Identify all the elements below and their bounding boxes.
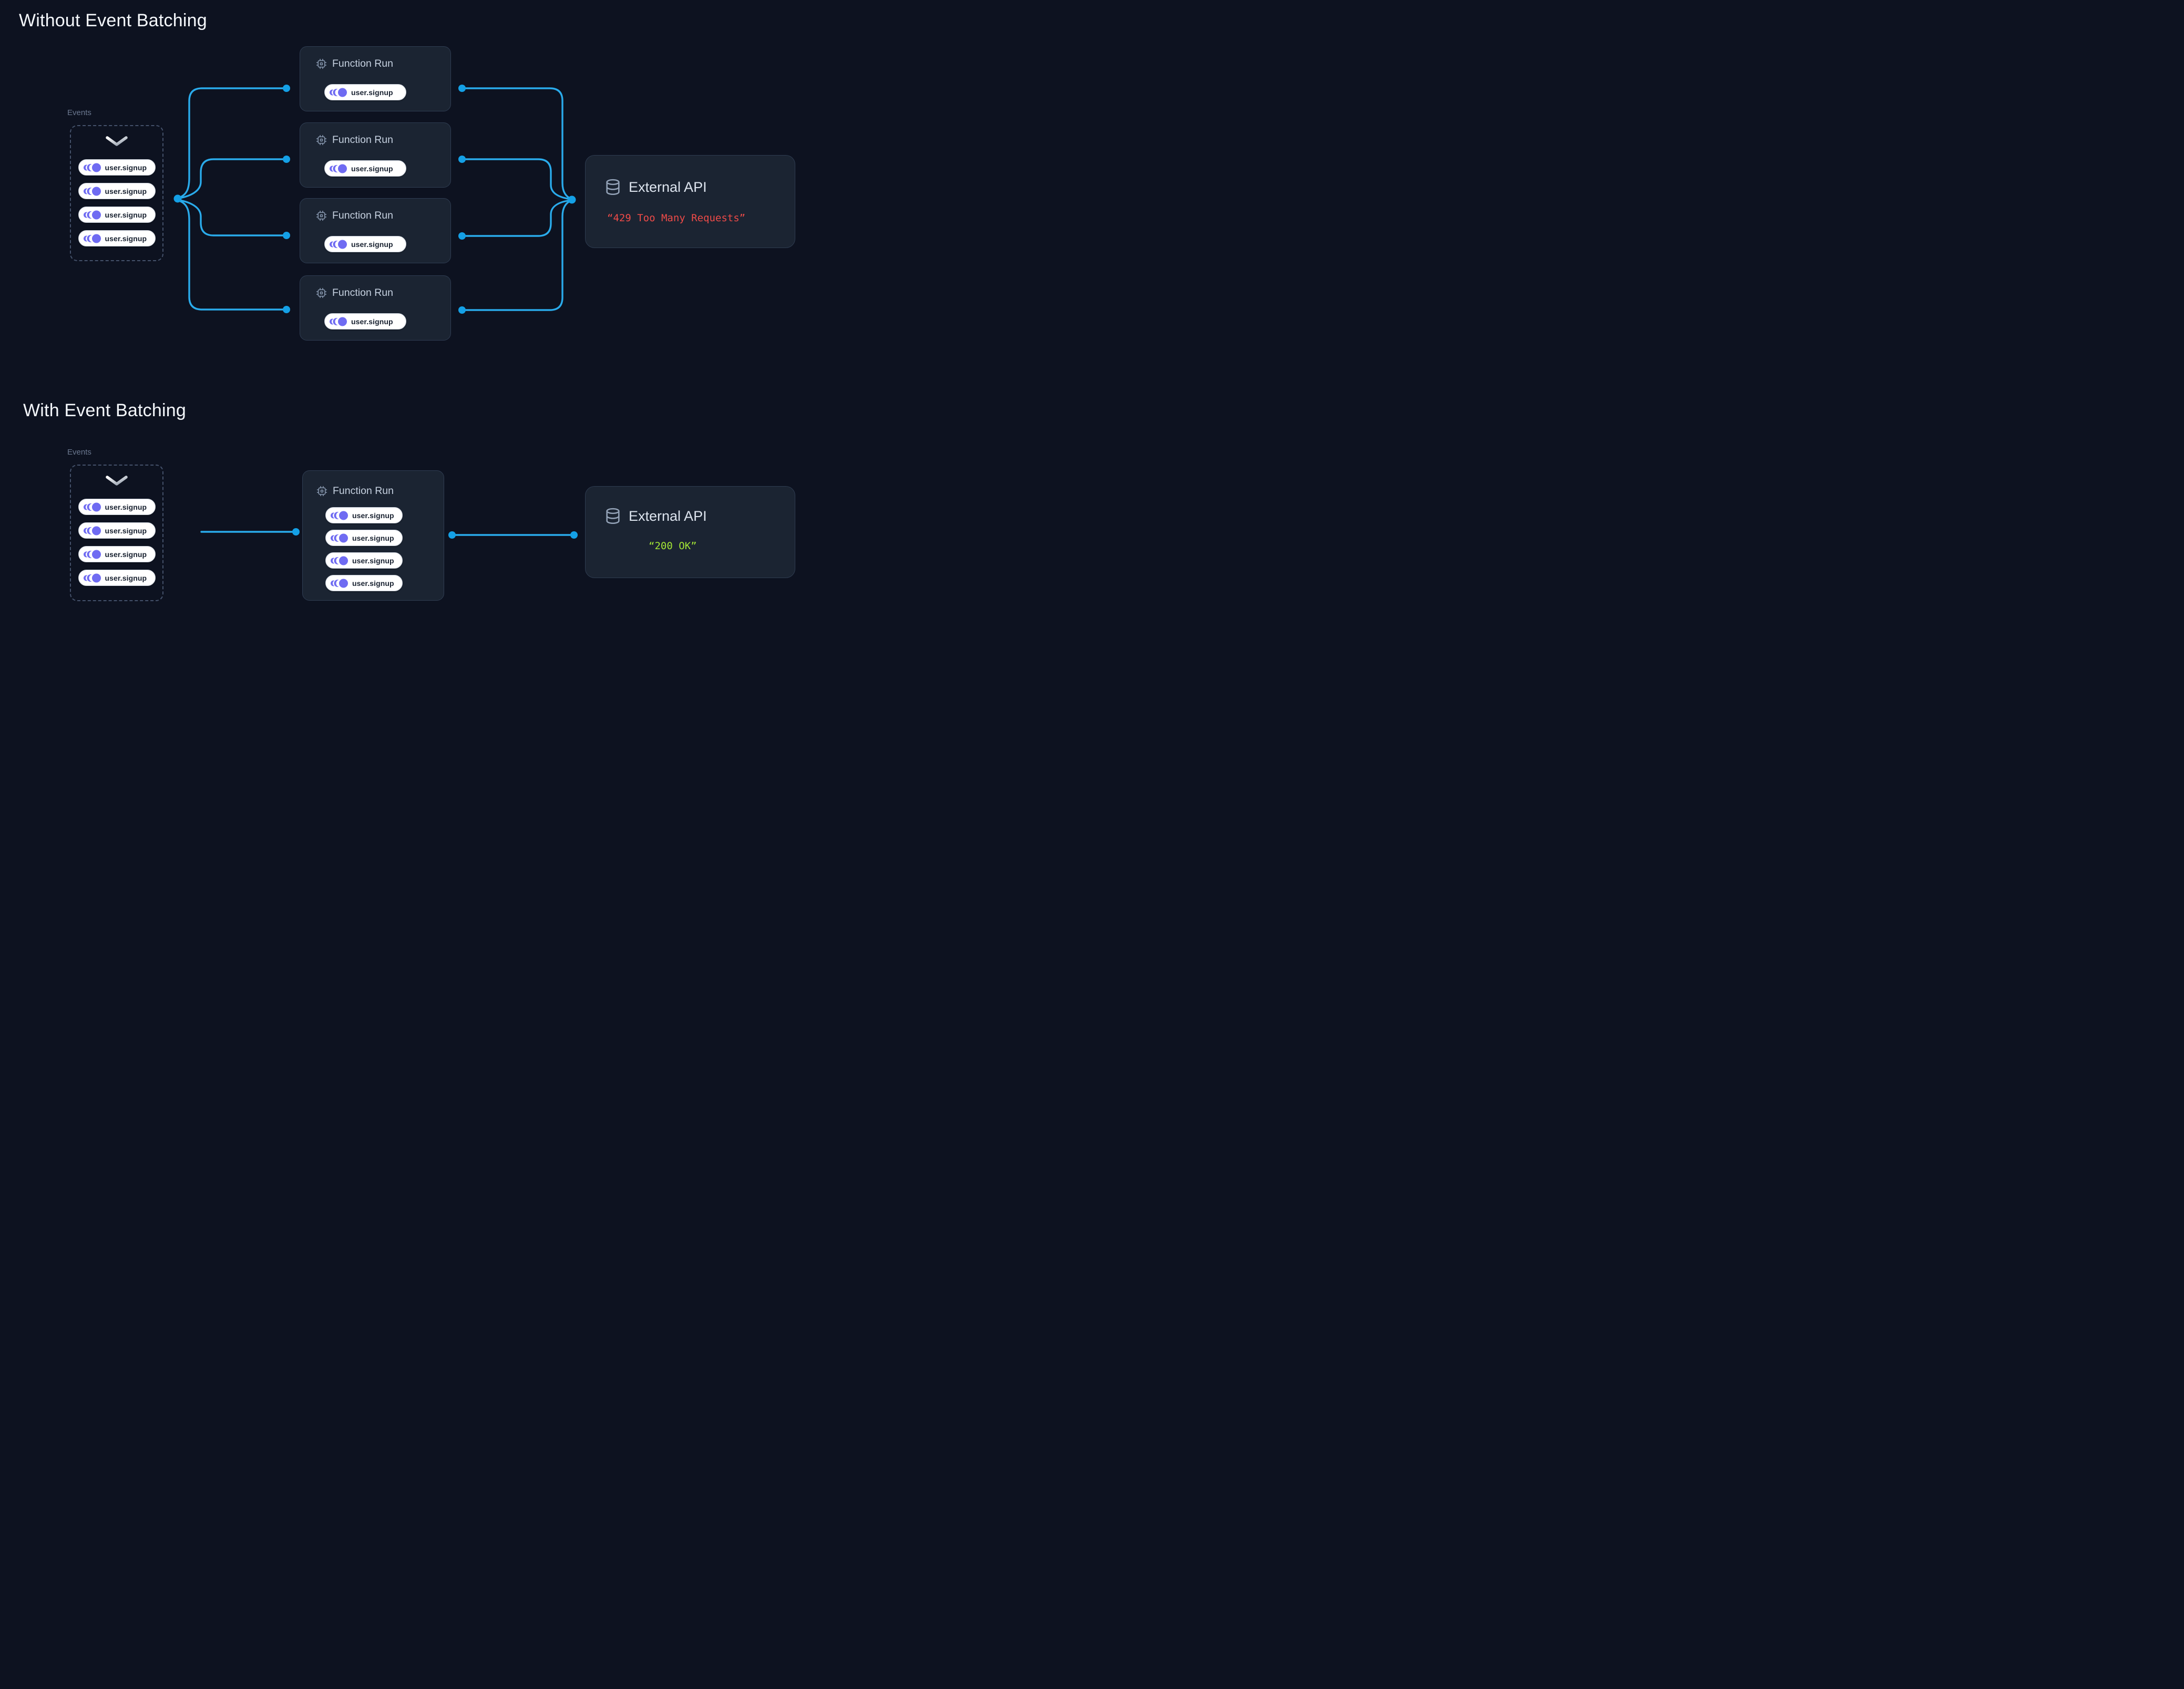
- pill-label: user.signup: [105, 573, 147, 582]
- event-pill: user.signup: [78, 207, 156, 223]
- event-icon: [331, 511, 348, 520]
- cpu-icon: [316, 287, 327, 298]
- cpu-icon: [316, 135, 327, 146]
- function-run-title: Function Run: [332, 134, 393, 146]
- event-icon: [331, 533, 348, 542]
- function-run-card: Function Run user.signup user.signup: [302, 470, 444, 601]
- connector-dot: [173, 194, 182, 203]
- pill-label: user.signup: [351, 88, 393, 97]
- event-icon: [330, 317, 347, 326]
- function-run-title: Function Run: [332, 58, 393, 69]
- event-icon: [330, 240, 347, 249]
- pill-label: user.signup: [351, 317, 393, 326]
- diagram-canvas: Without Event Batching Events user.signu…: [0, 0, 824, 637]
- api-status-error: “429 Too Many Requests”: [607, 212, 746, 224]
- function-run-card: Function Run user.signup: [300, 122, 451, 188]
- database-icon: [606, 508, 620, 524]
- cpu-icon: [316, 486, 327, 497]
- pill-label: user.signup: [352, 579, 394, 588]
- event-pill: user.signup: [78, 570, 156, 586]
- event-icon: [83, 163, 101, 172]
- event-pill: user.signup: [78, 499, 156, 515]
- event-icon: [331, 579, 348, 588]
- event-icon: [83, 234, 101, 243]
- event-pill: user.signup: [324, 84, 406, 100]
- event-icon: [331, 556, 348, 565]
- external-api-card: External API “200 OK”: [585, 486, 795, 578]
- pill-label: user.signup: [351, 240, 393, 249]
- event-pill: user.signup: [324, 236, 406, 252]
- event-pill: user.signup: [325, 575, 403, 591]
- pill-label: user.signup: [105, 163, 147, 172]
- event-pill: user.signup: [324, 160, 406, 177]
- function-run-title: Function Run: [332, 287, 393, 298]
- event-icon: [83, 550, 101, 559]
- event-pill: user.signup: [325, 507, 403, 523]
- connector-lines: [173, 85, 578, 539]
- function-run-card: Function Run user.signup: [300, 198, 451, 263]
- function-run-card: Function Run user.signup: [300, 275, 451, 341]
- event-icon: [330, 164, 347, 173]
- function-run-card: Function Run user.signup: [300, 46, 451, 111]
- section-title-without-batching: Without Event Batching: [19, 11, 207, 30]
- external-api-card: External API “429 Too Many Requests”: [585, 155, 795, 248]
- pill-label: user.signup: [105, 187, 147, 195]
- events-panel: user.signup user.signup user.signup: [70, 465, 163, 601]
- event-pill: user.signup: [78, 546, 156, 562]
- chevron-down-icon: [105, 475, 129, 490]
- event-pill: user.signup: [78, 159, 156, 176]
- pill-label: user.signup: [351, 164, 393, 173]
- event-icon: [83, 573, 101, 582]
- pill-label: user.signup: [352, 511, 394, 520]
- pill-label: user.signup: [105, 234, 147, 243]
- database-icon: [606, 179, 620, 195]
- event-icon: [83, 502, 101, 511]
- event-pill: user.signup: [325, 530, 403, 546]
- event-pill: user.signup: [78, 522, 156, 539]
- chevron-down-icon: [105, 135, 129, 150]
- event-pill: user.signup: [78, 230, 156, 246]
- pill-label: user.signup: [105, 210, 147, 219]
- function-run-title: Function Run: [333, 485, 394, 497]
- pill-label: user.signup: [105, 502, 147, 511]
- external-api-title: External API: [629, 508, 707, 524]
- event-pill: user.signup: [325, 552, 403, 569]
- event-pill: user.signup: [324, 313, 406, 329]
- event-icon: [83, 210, 101, 219]
- external-api-title: External API: [629, 179, 707, 195]
- events-label: Events: [67, 108, 91, 117]
- function-run-title: Function Run: [332, 210, 393, 221]
- event-icon: [330, 88, 347, 97]
- pill-label: user.signup: [105, 526, 147, 535]
- api-status-success: “200 OK”: [649, 540, 697, 552]
- pill-label: user.signup: [352, 556, 394, 565]
- event-icon: [83, 526, 101, 535]
- pill-label: user.signup: [352, 533, 394, 542]
- pill-label: user.signup: [105, 550, 147, 559]
- cpu-icon: [316, 210, 327, 221]
- event-pill: user.signup: [78, 183, 156, 199]
- cpu-icon: [316, 58, 327, 69]
- events-label: Events: [67, 448, 91, 457]
- event-icon: [83, 187, 101, 195]
- section-title-with-batching: With Event Batching: [23, 400, 186, 420]
- events-panel: user.signup user.signup user.signup: [70, 125, 163, 261]
